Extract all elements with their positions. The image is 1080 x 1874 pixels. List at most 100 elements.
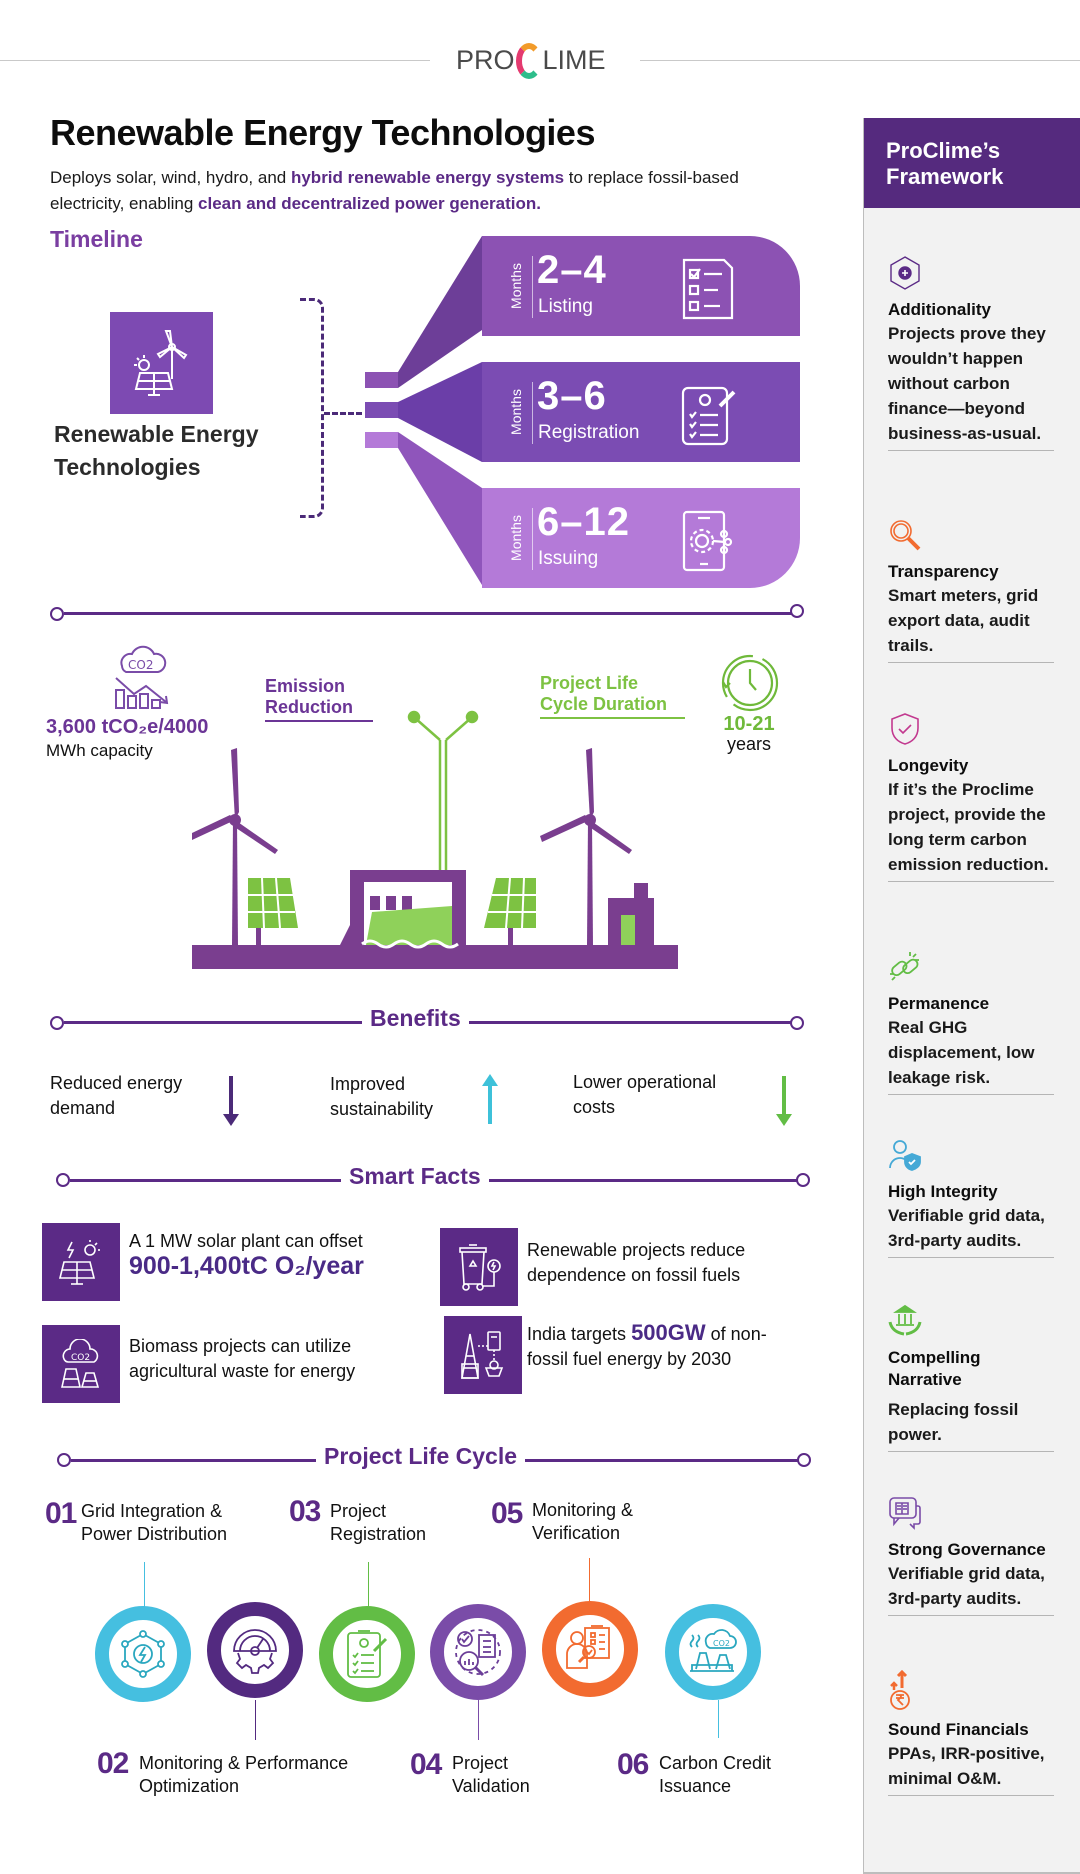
- framework-item-strong-governance: Strong Governance Verifiable grid data, …: [888, 1496, 1058, 1616]
- step-ring-06: CO2: [665, 1604, 761, 1700]
- technology-label: Renewable Energy Technologies: [54, 421, 259, 480]
- logo-text-left: PRO: [456, 44, 515, 75]
- step-label: Monitoring & Performance Optimization: [139, 1753, 349, 1796]
- hydro-dam: [340, 870, 466, 946]
- funnel-wedge-3: [398, 432, 482, 585]
- step-ring-05: [542, 1601, 638, 1697]
- step-label: Project Registration: [330, 1501, 427, 1544]
- benefit-item: Lower operational costs: [573, 1070, 753, 1120]
- step-connector: [589, 1558, 590, 1606]
- step-number: 04: [410, 1748, 442, 1781]
- arrow-down-icon: [776, 1076, 792, 1126]
- step-number: 01: [45, 1497, 77, 1530]
- fact-text: India targets: [527, 1324, 632, 1344]
- framework-divider: [888, 1795, 1054, 1796]
- timeline-stage-issuing: Months 6–12 Issuing: [482, 488, 800, 588]
- emission-reduction-label: Emission Reduction: [265, 676, 373, 722]
- benefit-text: Lower operational costs: [573, 1072, 717, 1117]
- framework-divider: [888, 1451, 1054, 1452]
- step-number: 03: [289, 1495, 321, 1528]
- step-connector: [718, 1700, 719, 1738]
- life-cycle-duration-label: Project Life Cycle Duration: [540, 673, 685, 719]
- checklist-icon: [682, 258, 734, 320]
- solar-panel-icon: [58, 1240, 100, 1285]
- stage-label: Listing: [538, 296, 593, 317]
- fact-icon-tile: [42, 1223, 120, 1301]
- funnel-wedge-1: [398, 236, 482, 388]
- stage-unit: Months: [508, 515, 524, 561]
- step-number: 02: [97, 1747, 129, 1780]
- step-ring-04: [430, 1604, 526, 1700]
- divider-dot-right: [790, 604, 804, 618]
- bank-hands-icon: [888, 1304, 922, 1336]
- page-subtitle: Deploys solar, wind, hydro, and hybrid r…: [50, 165, 810, 217]
- life-cycle-value: 10-21: [723, 713, 775, 735]
- framework-desc: Replacing fossil power.: [888, 1400, 1019, 1444]
- framework-title: High Integrity: [888, 1182, 998, 1201]
- step-label: Grid Integration & Power Distribution: [81, 1501, 228, 1544]
- funnel-wedge-2: [398, 362, 482, 462]
- subtitle-text: Deploys solar, wind, hydro, and: [50, 168, 291, 187]
- wind-turbine-left: [192, 748, 278, 945]
- framework-item-high-integrity: High Integrity Verifiable grid data, 3rd…: [888, 1138, 1058, 1258]
- fact-text: of non-fossil fuel energy by 2030: [527, 1324, 767, 1369]
- funnel-stub-2: [365, 402, 398, 418]
- framework-title: Transparency: [888, 562, 999, 581]
- framework-desc: Verifiable grid data, 3rd-party audits.: [888, 1564, 1045, 1608]
- validation-search-icon: [455, 1629, 501, 1677]
- divider-dot-left: [50, 1016, 64, 1030]
- proclime-logo: PRO LIME: [456, 38, 626, 82]
- divider-dot-left: [50, 607, 64, 621]
- timeline-funnel: [365, 236, 482, 585]
- timeline-connector: [324, 412, 362, 415]
- funnel-stub-1: [365, 372, 398, 388]
- benefits-heading: Benefits: [362, 1005, 469, 1032]
- fact-highlight: 900-1,400tC O₂/year: [129, 1252, 364, 1280]
- divider-dot-right: [790, 1016, 804, 1030]
- arrow-down-icon: [223, 1076, 239, 1126]
- user-shield-icon: [889, 1140, 921, 1171]
- framework-desc: Projects prove they wouldn’t happen with…: [888, 324, 1046, 443]
- magnifier-icon: [890, 520, 921, 551]
- step-ring-02: [207, 1602, 303, 1698]
- stage-label: Issuing: [538, 548, 599, 569]
- framework-desc: PPAs, IRR-positive, minimal O&M.: [888, 1744, 1045, 1788]
- divider-line: [64, 612, 794, 615]
- framework-title: Sound Financials: [888, 1720, 1029, 1739]
- recycle-bin-icon: [459, 1244, 501, 1291]
- svg-text:CO2: CO2: [713, 1639, 730, 1648]
- timeline-heading: Timeline: [50, 226, 143, 252]
- subtitle-highlight: clean and decentralized power generation…: [198, 194, 541, 213]
- framework-desc: Smart meters, grid export data, audit tr…: [888, 586, 1039, 655]
- stage-unit: Months: [508, 389, 524, 435]
- benefit-item: Improved sustainability: [330, 1072, 480, 1122]
- clipboard-user-icon: [681, 386, 736, 446]
- framework-divider: [888, 1615, 1054, 1616]
- framework-item-compelling-narrative: Compelling Narrative Replacing fossil po…: [888, 1304, 1058, 1452]
- ground: [192, 945, 678, 969]
- divider-dot-left: [57, 1453, 71, 1467]
- renewable-landscape-illustration: [192, 710, 678, 969]
- fact-icon-tile: [444, 1316, 522, 1394]
- step-number: 06: [617, 1748, 649, 1781]
- grid-network-icon: [121, 1630, 165, 1678]
- header-rule-left: [0, 60, 430, 61]
- step-number: 05: [491, 1497, 523, 1530]
- step-label: Project Validation: [452, 1753, 530, 1796]
- subtitle-highlight: hybrid renewable energy systems: [290, 168, 565, 187]
- emission-capacity: MWh capacity: [46, 741, 153, 760]
- fact-item: India targets 500GW of non-fossil fuel e…: [527, 1320, 787, 1372]
- fact-icon-tile: [440, 1228, 518, 1306]
- antenna-illustration: [407, 710, 479, 870]
- rupee-growth-icon: [890, 1669, 910, 1710]
- fact-icon-tile: CO2: [42, 1325, 120, 1403]
- water-wave: [361, 939, 459, 949]
- header-rule-right: [640, 60, 1080, 61]
- emission-value: 3,600 tCO₂e/4000: [46, 716, 209, 738]
- framework-divider: [888, 662, 1054, 663]
- benefit-text: Improved sustainability: [330, 1074, 434, 1119]
- co2-factory-icon: CO2: [61, 1339, 100, 1388]
- framework-title: Permanence: [888, 994, 990, 1013]
- co2-reduction-icon: CO2: [115, 645, 169, 709]
- fact-text: A 1 MW solar plant can offset: [129, 1231, 363, 1251]
